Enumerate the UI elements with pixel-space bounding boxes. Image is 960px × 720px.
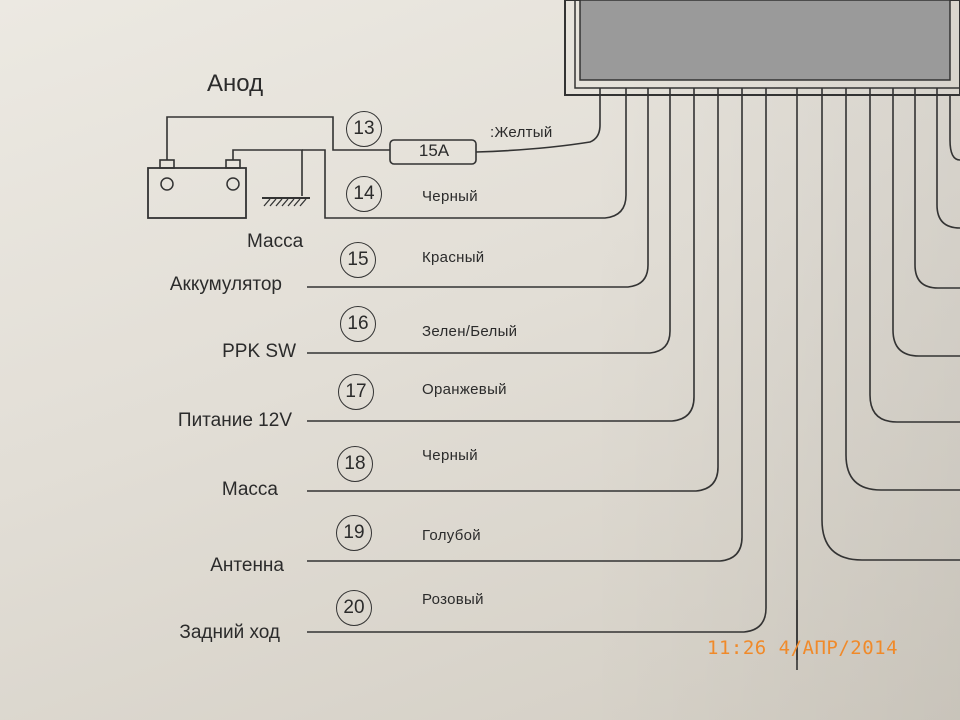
ground-label: Масса [247,231,304,252]
wire-right-7 [936,88,960,229]
wire-number-18: 18 [337,446,373,482]
side-label-20: Задний ход [179,622,280,643]
wire-right-8 [949,95,960,161]
wire-right-5 [892,88,960,357]
battery-body [147,167,247,219]
wire-13-left [166,116,390,160]
wire-17 [307,88,695,422]
wire-color-14: Черный [422,188,478,205]
wire-18 [307,88,719,492]
battery-terminal-plus [159,159,175,169]
wire-right-4 [869,88,960,423]
wire-color-17: Оранжевый [422,381,507,398]
connector-frame-line [574,0,960,89]
wire-20 [307,88,767,633]
side-label-16: PPK SW [222,341,296,362]
side-label-18: Масса [221,479,278,500]
wire-15 [307,88,649,288]
wire-number-16: 16 [340,306,376,342]
fuse-label: 15А [418,141,450,160]
side-label-19: Антенна [210,555,284,576]
anode-label: Анод [207,70,264,97]
photo-timestamp: 11:26 4/АПР/2014 [707,637,899,659]
wire-color-13: :Желтый [490,124,553,141]
wire-number-13: 13 [346,111,382,147]
wire-right-3 [845,88,960,491]
side-label-15: Аккумулятор [169,274,282,295]
wire-number-20: 20 [336,590,372,626]
wire-color-20: Розовый [422,591,484,608]
battery-cell-plus [160,177,174,191]
wire-14 [302,88,627,219]
wire-color-15: Красный [422,249,485,266]
wire-right-6 [914,88,960,289]
connector-outline [564,0,960,96]
wire-number-15: 15 [340,242,376,278]
wire-16 [307,88,671,354]
wire-color-18: Черный [422,447,478,464]
wire-color-19: Голубой [422,527,481,544]
wire-19 [307,88,743,562]
wire-number-19: 19 [336,515,372,551]
wire-number-14: 14 [346,176,382,212]
connector-block [579,0,951,81]
battery-terminal-minus [225,159,241,169]
wire-13-right [475,88,601,153]
ground-wire [232,149,303,196]
battery-cell-minus [226,177,240,191]
ground-hatch [263,198,307,207]
wire-number-17: 17 [338,374,374,410]
wire-color-16: Зелен/Белый [422,323,518,340]
side-label-17: Питание 12V [177,410,292,431]
wire-right-2 [821,88,960,561]
